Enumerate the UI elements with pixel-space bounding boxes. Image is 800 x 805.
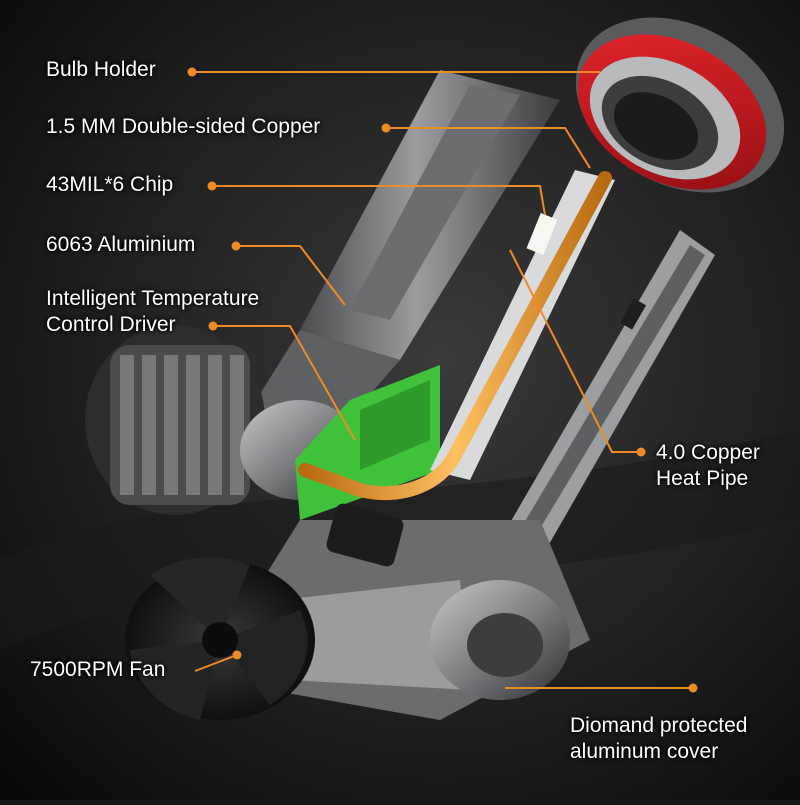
label-driver-line1: Intelligent Temperature [46, 287, 260, 310]
leader-aluminium [236, 245, 346, 306]
leader-driver [213, 325, 356, 441]
aluminum-cover [500, 230, 715, 560]
label-cover-line1: Diomand protected [570, 714, 748, 737]
label-copper-board: 1.5 MM Double-sided Copper [46, 114, 320, 140]
label-aluminium: 6063 Aluminium [46, 232, 195, 258]
copper-heat-pipe [298, 171, 612, 501]
dot-aluminium [231, 241, 241, 251]
dot-fan [232, 650, 242, 660]
leader-dots [187, 67, 698, 693]
driver-pcb-shade [360, 380, 430, 470]
label-fan: 7500RPM Fan [30, 657, 165, 683]
leader-fan [194, 654, 238, 672]
label-driver: Intelligent Temperature Control Driver [46, 286, 259, 338]
heatsink-fins [85, 325, 265, 515]
connector [326, 503, 404, 567]
label-driver-line2: Control Driver [46, 313, 176, 336]
label-cover-line2: aluminum cover [570, 740, 719, 763]
led-chip [526, 213, 558, 255]
dot-driver [208, 321, 218, 331]
label-cover: Diomand protected aluminum cover [570, 713, 747, 765]
bulb-holder-ring [575, 17, 785, 193]
dot-cover [688, 683, 698, 693]
label-fan-text: 7500RPM Fan [30, 658, 166, 681]
label-heat-pipe-line2: Heat Pipe [656, 467, 749, 490]
dot-bulb-holder [187, 67, 197, 77]
dot-chip [207, 181, 217, 191]
leader-heat-pipe [509, 249, 641, 453]
label-heat-pipe-line1: 4.0 Copper [656, 441, 760, 464]
label-aluminium-text: 6063 Aluminium [46, 233, 196, 256]
leader-chip [212, 185, 546, 216]
lower-housing [250, 520, 590, 720]
label-heat-pipe: 4.0 Copper Heat Pipe [656, 440, 760, 492]
dot-heat-pipe [636, 447, 646, 457]
label-bulb-holder-text: Bulb Holder [46, 58, 156, 81]
leader-copper-board [386, 127, 591, 169]
dot-copper-board [381, 123, 391, 133]
cooling-fan [125, 557, 315, 720]
leader-lines [192, 71, 693, 689]
label-chip-text: 43MIL*6 Chip [46, 173, 174, 196]
label-bulb-holder: Bulb Holder [46, 57, 156, 83]
label-chip: 43MIL*6 Chip [46, 172, 173, 198]
label-copper-board-text: 1.5 MM Double-sided Copper [46, 115, 321, 138]
